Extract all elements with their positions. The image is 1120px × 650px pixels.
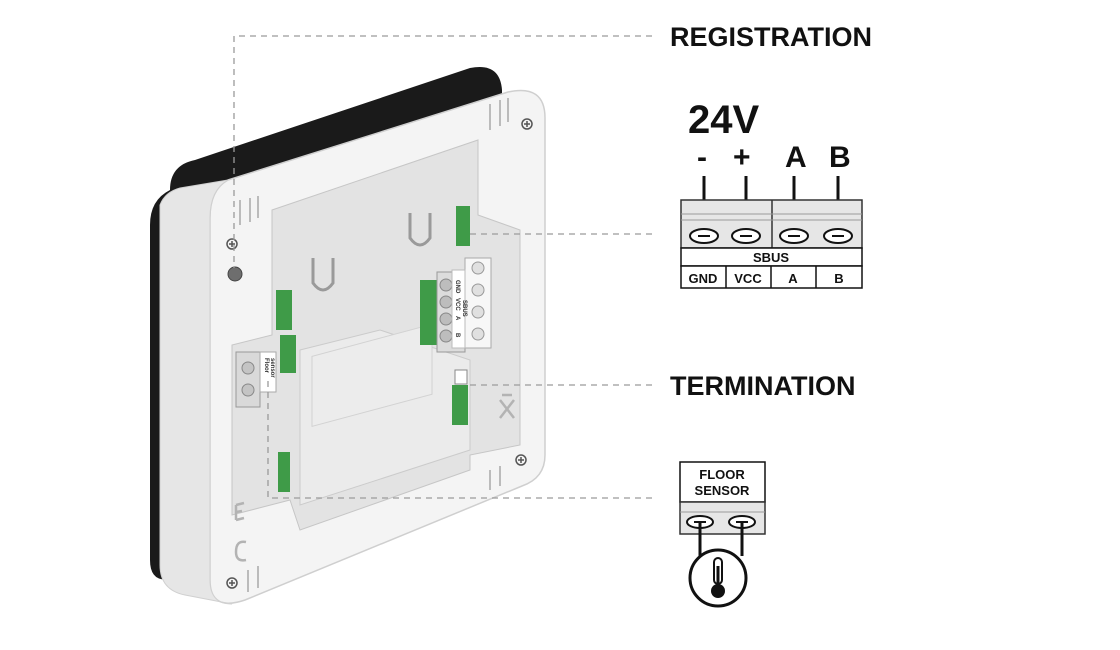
clip-ridges xyxy=(239,98,509,592)
label-area xyxy=(311,323,433,428)
registration-button xyxy=(227,266,243,282)
pin-label-vcc: VCC xyxy=(734,271,762,286)
pcb-window xyxy=(456,206,470,246)
leader-registration xyxy=(233,35,652,268)
pcb-window xyxy=(280,335,296,373)
pin-label-gnd: GND xyxy=(689,271,718,286)
ce-mark xyxy=(234,540,247,562)
weee-icon xyxy=(499,393,515,419)
terminal-label-b: B xyxy=(454,333,460,338)
termination-label: TERMINATION xyxy=(670,371,855,401)
pcb-window xyxy=(276,290,292,330)
voltage-label: 24V xyxy=(688,98,759,142)
screw-holes xyxy=(226,118,533,589)
floor-sensor-title-line2: SENSOR xyxy=(695,483,751,498)
pcb-window xyxy=(420,280,440,345)
pcb-window xyxy=(452,385,468,425)
leader-floor-sensor xyxy=(267,380,652,499)
termination-jumper xyxy=(454,369,468,385)
polarity-plus: + xyxy=(733,141,751,174)
floor-terminal-label-1: Floor xyxy=(263,358,269,374)
floor-sensor-title-box xyxy=(679,461,766,503)
thermometer-icon xyxy=(688,548,748,608)
terminal-label-vcc: VCC xyxy=(454,298,460,311)
leader-lines xyxy=(233,35,652,499)
floor-terminal-label-2: sensor xyxy=(269,358,275,378)
keyhole-slot xyxy=(311,258,335,292)
terminal-label-gnd: GND xyxy=(454,280,460,294)
housing-side xyxy=(159,179,233,605)
pcb-window xyxy=(278,452,290,492)
polarity-a: A xyxy=(785,141,807,174)
eac-mark xyxy=(234,501,245,522)
floor-sensor-title-line1: FLOOR xyxy=(699,467,745,482)
floor-sensor-terminal: Floor sensor xyxy=(235,351,277,408)
keyhole-slot xyxy=(408,213,432,247)
certification-marks xyxy=(234,393,515,562)
registration-label: REGISTRATION xyxy=(670,22,872,52)
sbus-terminal-block: GND VCC A B SBUS xyxy=(436,257,492,353)
sbus-bus-label: SBUS xyxy=(753,250,789,265)
pin-label-a: A xyxy=(788,271,798,286)
pin-label-b: B xyxy=(834,271,843,286)
terminal-label-a: A xyxy=(454,316,460,321)
floor-sensor-diagram: FLOOR SENSOR xyxy=(679,461,766,608)
terminal-group-label: SBUS xyxy=(461,300,467,317)
polarity-minus: - xyxy=(697,141,707,174)
sbus-connection-diagram: 24V - + A B SBUS xyxy=(680,98,863,289)
polarity-b: B xyxy=(829,141,851,174)
thermostat-rear-view: GND VCC A B SBUS Floor sensor xyxy=(150,66,546,605)
